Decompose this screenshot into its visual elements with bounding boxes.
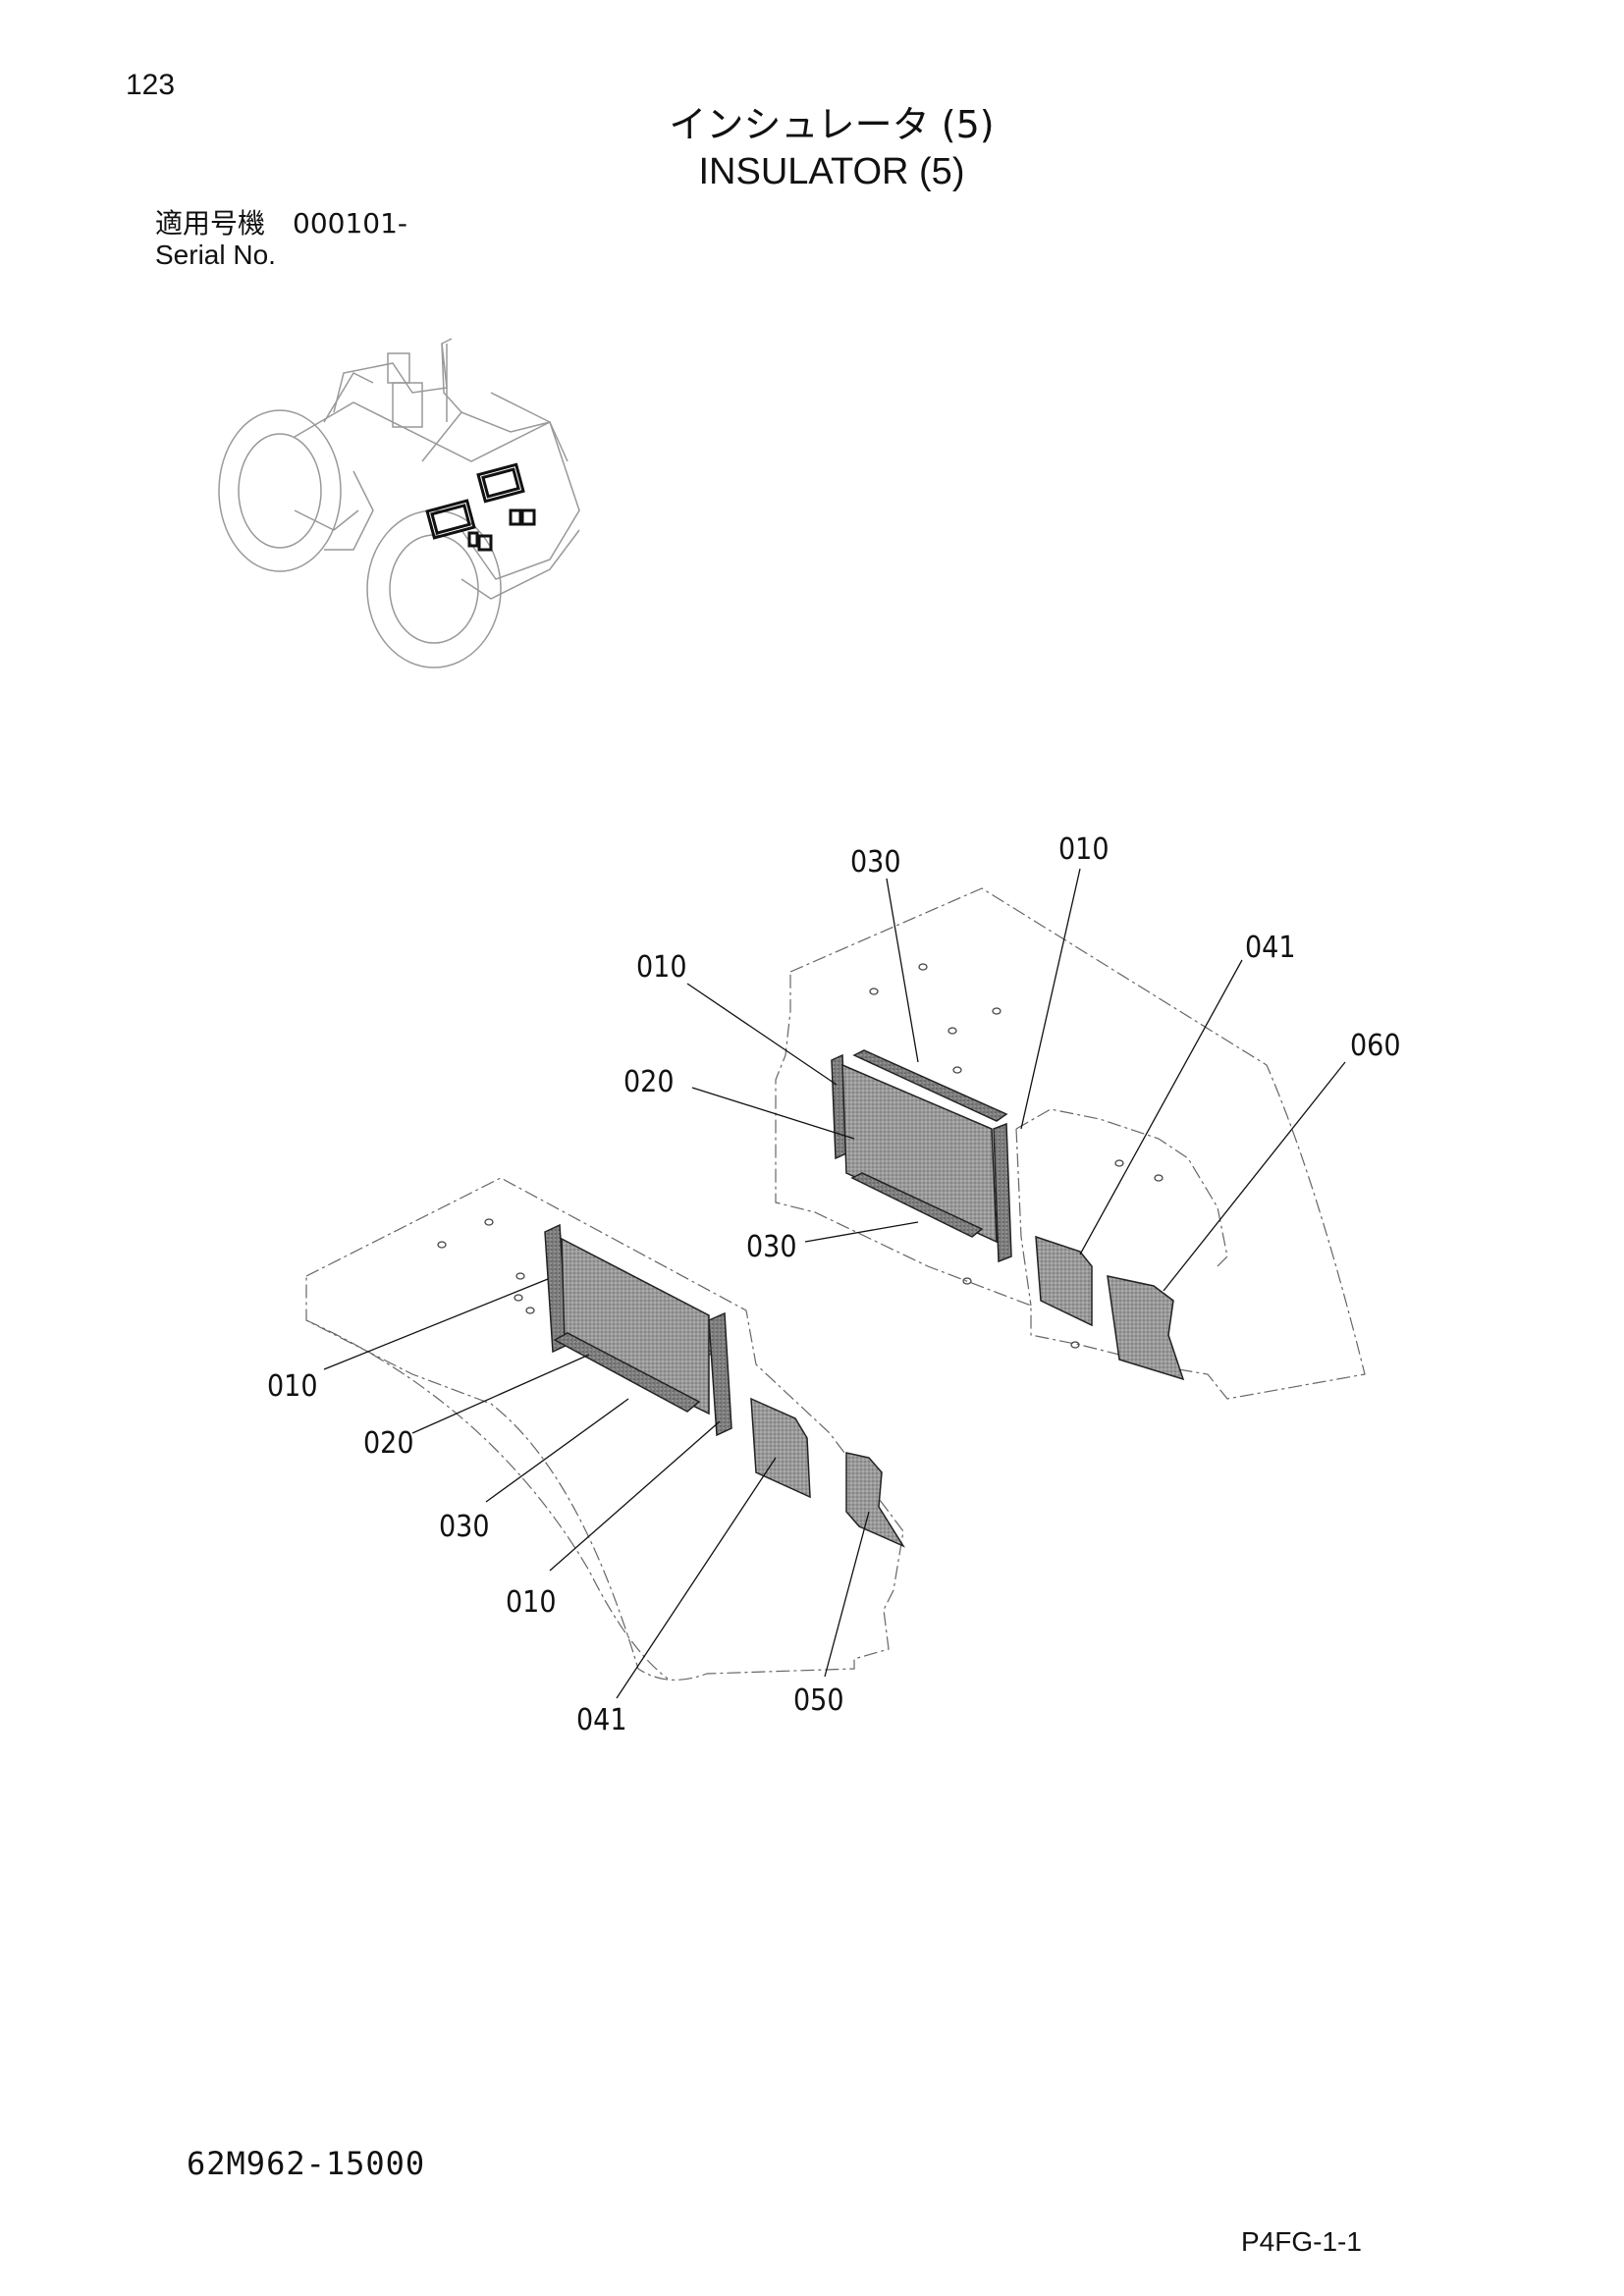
page-title-japanese: インシュレータ (5) — [669, 103, 995, 146]
callout-020-upper: 020 — [623, 1065, 675, 1099]
callout-030-top: 030 — [850, 845, 901, 880]
callout-060: 060 — [1350, 1029, 1401, 1063]
callout-010-lower-left: 010 — [267, 1369, 318, 1404]
leader-lines — [323, 868, 1346, 1699]
lower-callout-labels: 010 020 030 010 041 050 — [267, 1369, 844, 1737]
thumbnail-highlighted-insulators — [425, 462, 536, 552]
page-number: 123 — [126, 69, 176, 101]
callout-010-top-right: 010 — [1058, 832, 1110, 867]
upper-panel-bolt-holes — [869, 963, 1164, 1349]
machine-overview-thumbnail — [218, 338, 580, 668]
page-title-english: INSULATOR (5) — [698, 151, 965, 192]
sheet-id: P4FG-1-1 — [1241, 2226, 1362, 2257]
serial-number-label-english: Serial No. — [155, 240, 276, 270]
callout-030-lower: 030 — [439, 1510, 490, 1544]
callout-010-lower-bottom: 010 — [506, 1585, 557, 1620]
callout-020-lower: 020 — [363, 1426, 414, 1461]
callout-030-upper-bottom: 030 — [746, 1230, 797, 1264]
upper-insulators — [831, 1049, 1185, 1381]
upper-panel-outline — [775, 887, 1366, 1400]
lower-insulators — [544, 1223, 905, 1548]
lower-panel-outline — [305, 1177, 904, 1682]
serial-number-label-japanese: 適用号機 000101- — [155, 207, 407, 240]
drawing-number: 62M962-15000 — [187, 2145, 426, 2182]
callout-041-upper: 041 — [1245, 931, 1296, 965]
callout-010-upper-left: 010 — [636, 950, 687, 985]
callout-041-lower: 041 — [576, 1703, 627, 1737]
upper-callout-labels: 030 010 010 020 041 060 030 — [623, 832, 1401, 1264]
callout-050: 050 — [793, 1683, 844, 1718]
